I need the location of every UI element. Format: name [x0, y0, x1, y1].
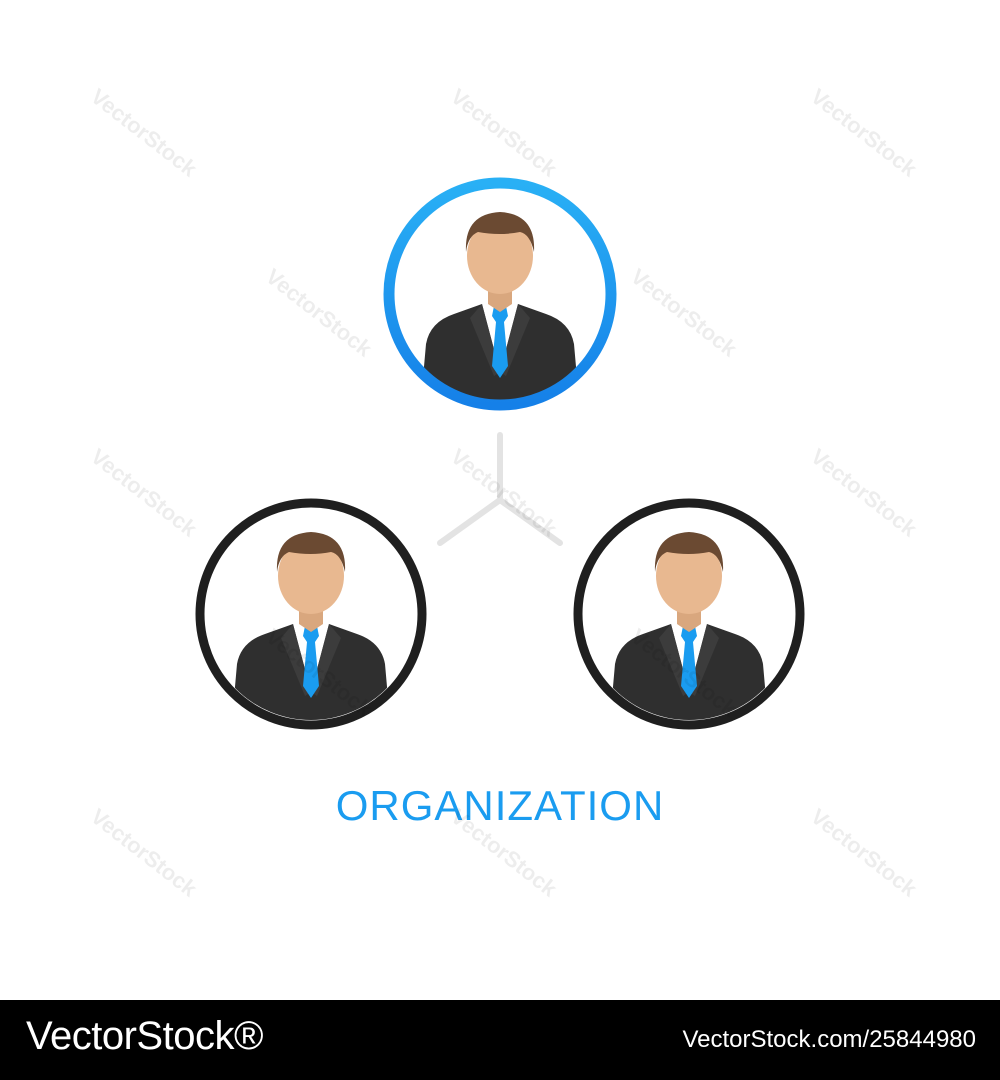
- footer-url: VectorStock.com/25844980: [682, 1026, 976, 1053]
- org-diagram: [195, 177, 805, 730]
- node-right: [573, 498, 805, 730]
- node-top: [383, 177, 617, 411]
- footer-bar: VectorStock® VectorStock.com/25844980: [0, 1000, 1000, 1080]
- ring-dark: [573, 498, 805, 730]
- node-left: [195, 498, 427, 730]
- caption: ORGANIZATION: [335, 782, 665, 829]
- ring-dark: [195, 498, 427, 730]
- diagram-canvas: ORGANIZATION VectorStock VectorStock Vec…: [86, 83, 922, 902]
- ring-blue: [383, 177, 617, 411]
- footer-brand: VectorStock®: [26, 1014, 263, 1058]
- connector-lines: [437, 432, 563, 546]
